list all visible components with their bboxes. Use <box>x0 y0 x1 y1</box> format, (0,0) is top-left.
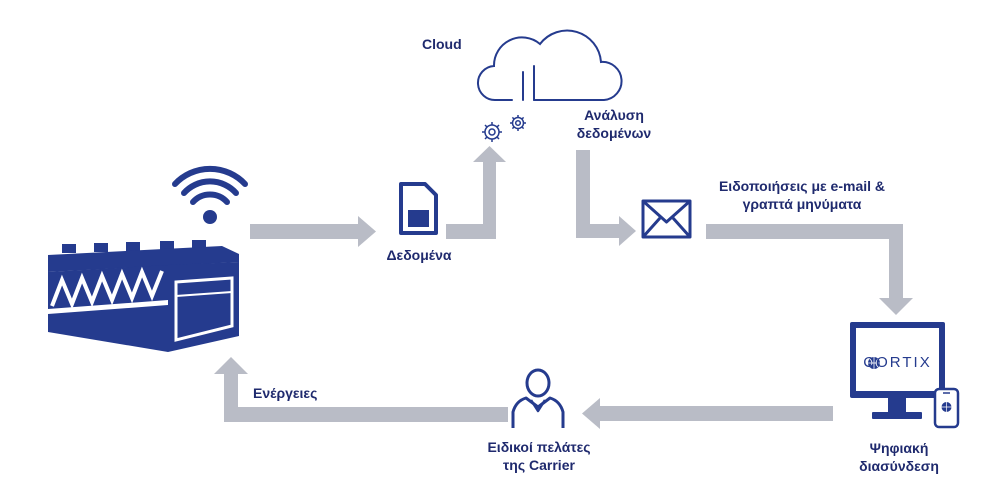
specialists-label-line1: Ειδικοί πελάτες <box>487 439 591 455</box>
gears-icon <box>482 115 526 142</box>
wifi-icon <box>172 165 248 224</box>
sim-card-icon <box>399 182 438 235</box>
analysis-label: Ανάλυση δεδομένων <box>566 106 662 142</box>
chiller-unit-icon <box>48 240 239 352</box>
digital-label-line1: Ψηφιακή <box>869 440 929 456</box>
specialists-label-line2: της Carrier <box>503 457 575 473</box>
cortix-globe-icon <box>868 357 880 369</box>
analysis-label-line2: δεδομένων <box>576 125 652 141</box>
arrow-chiller-to-data <box>250 216 376 247</box>
envelope-icon <box>641 199 692 239</box>
cloud-icon <box>477 29 623 102</box>
digital-label: Ψηφιακή διασύνδεση <box>845 439 953 475</box>
notifications-label-line1: Ειδοποιήσεις με e-mail & <box>718 178 886 194</box>
analysis-label-line1: Ανάλυση <box>584 107 644 123</box>
actions-label: Ενέργειες <box>253 385 318 401</box>
cloud-label: Cloud <box>422 36 462 52</box>
arrow-cloud-to-email <box>576 150 636 246</box>
arrow-specialists-to-chiller <box>214 357 508 422</box>
notifications-label-line2: γραπτά μηνύματα <box>742 196 862 212</box>
phone-icon <box>933 387 960 429</box>
monitor-icon <box>850 322 945 419</box>
arrow-email-to-monitor <box>706 224 913 315</box>
flow-arrows <box>214 146 913 429</box>
specialists-label: Ειδικοί πελάτες της Carrier <box>469 438 609 474</box>
notifications-label: Ειδοποιήσεις με e-mail & γραπτά μηνύματα <box>691 177 913 213</box>
arrow-monitor-to-specialists <box>582 398 833 429</box>
cortix-logo-text: CORTIX <box>863 354 932 371</box>
data-label: Δεδομένα <box>386 247 452 263</box>
arrow-data-to-cloud <box>446 146 506 239</box>
person-icon <box>511 368 565 428</box>
digital-label-line2: διασύνδεση <box>859 458 939 474</box>
